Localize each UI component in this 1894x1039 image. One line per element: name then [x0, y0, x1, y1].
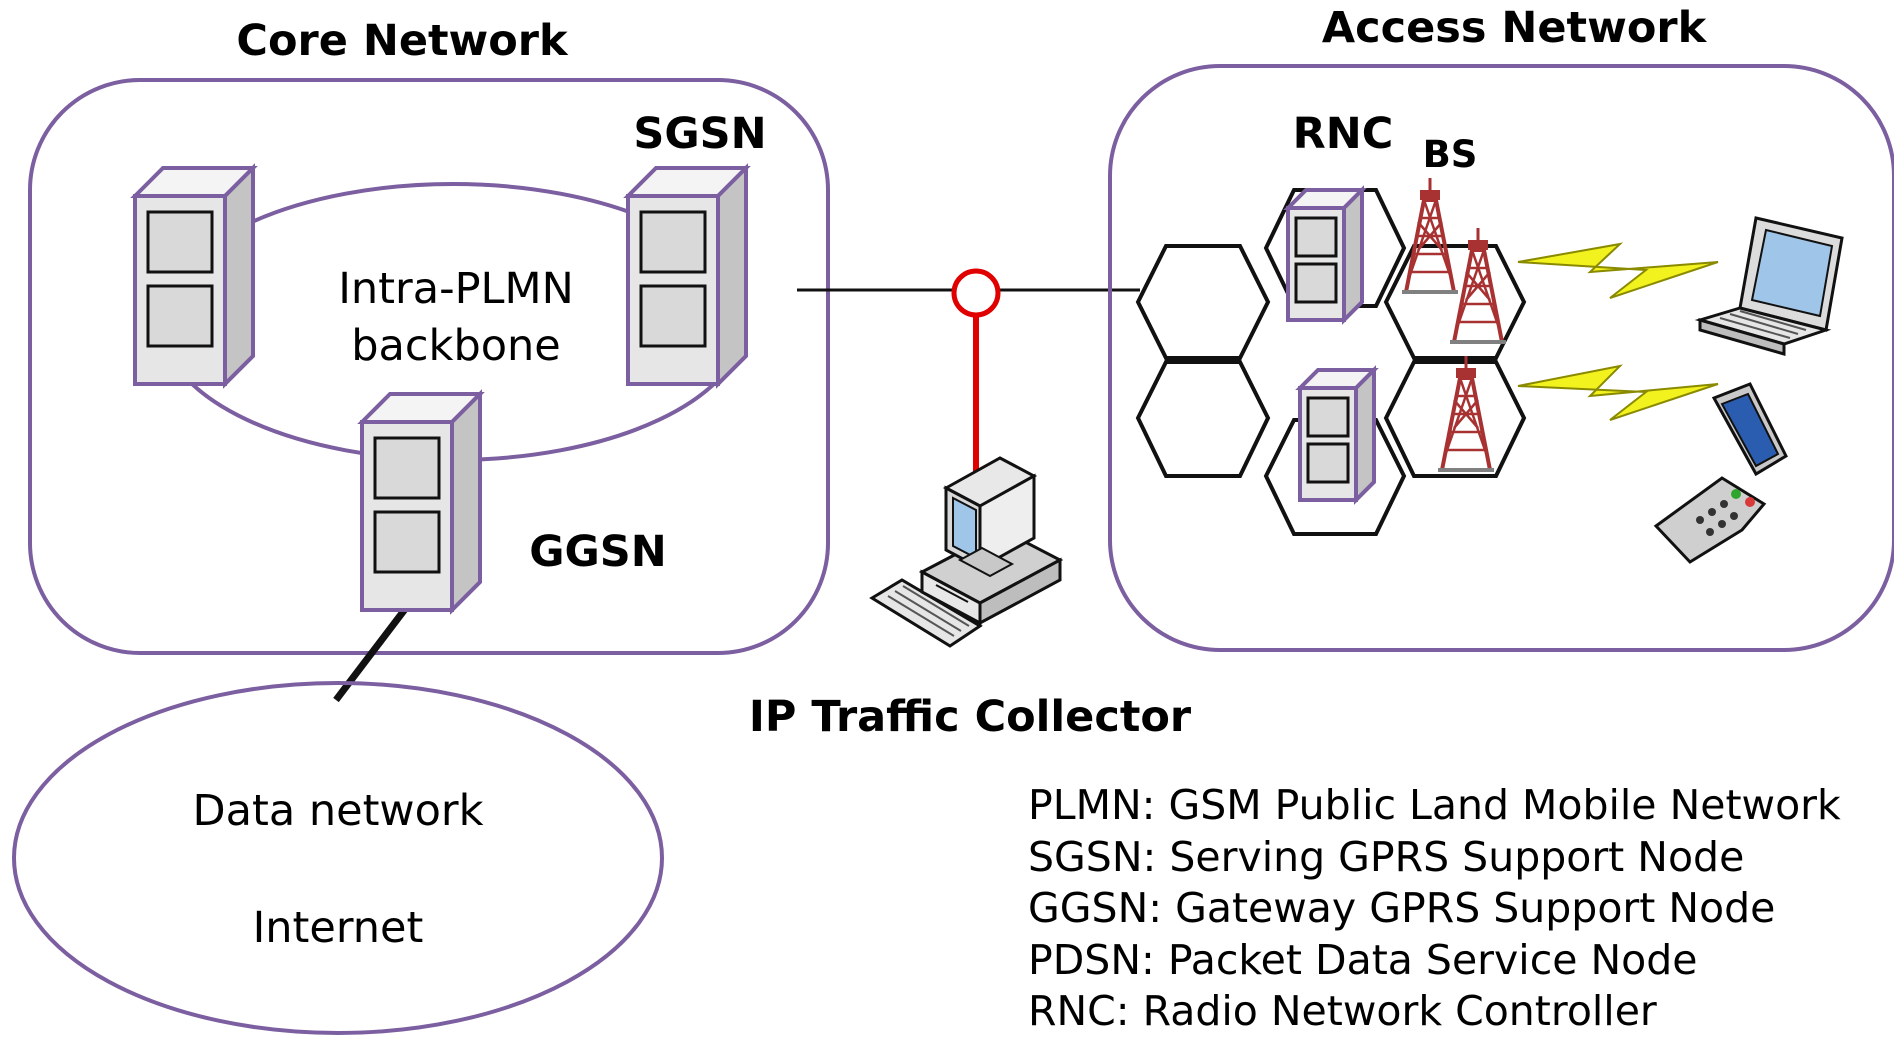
- backbone-server-icon: [133, 166, 255, 386]
- data-network-region: Data network Internet: [12, 681, 664, 1035]
- core-network-label: Core Network: [236, 16, 569, 66]
- internet-label: Internet: [253, 903, 424, 953]
- ggsn-server-icon: [360, 392, 482, 612]
- tower-icon-1: [1400, 176, 1460, 294]
- legend-item-rnc: RNC: Radio Network Controller: [1028, 987, 1657, 1035]
- backbone-label-line1: Intra-PLMN: [338, 264, 574, 314]
- access-network-label: Access Network: [1322, 3, 1708, 53]
- cell-6: [1383, 360, 1527, 478]
- laptop-icon: [1694, 216, 1844, 356]
- ip-traffic-collector-label: IP Traffic Collector: [749, 692, 1192, 742]
- rnc-upper-icon: [1286, 188, 1364, 322]
- legend-item-sgsn: SGSN: Serving GPRS Support Node: [1028, 832, 1745, 881]
- cell-4: [1135, 360, 1271, 478]
- ggsn-label: GGSN: [529, 527, 667, 577]
- sgsn-label: SGSN: [633, 109, 766, 159]
- sgsn-server-icon: [626, 166, 748, 386]
- tower-icon-3: [1436, 354, 1496, 472]
- bs-label: BS: [1423, 133, 1478, 176]
- legend-item-plmn: PLMN: GSM Public Land Mobile Network: [1028, 781, 1841, 829]
- cell-5: [1263, 418, 1407, 536]
- abbreviation-legend: PLMN: GSM Public Land Mobile Network SGS…: [1028, 780, 1841, 1038]
- wireless-link-icon-2: [1517, 364, 1719, 421]
- legend-item-ggsn: GGSN: Gateway GPRS Support Node: [1028, 884, 1776, 932]
- rnc-lower-icon: [1298, 368, 1376, 502]
- wireless-link-icon-1: [1517, 242, 1719, 299]
- cell-1: [1135, 244, 1271, 360]
- rnc-label: RNC: [1293, 109, 1394, 159]
- tap-point: [951, 268, 1001, 318]
- core-network-region: Core Network: [28, 16, 830, 655]
- collector-computer-icon: [869, 456, 1064, 648]
- backbone-label-line2: backbone: [351, 321, 561, 371]
- mobile-phone-icon: [1653, 382, 1788, 564]
- access-network-region: Access Network: [1108, 3, 1894, 652]
- data-network-label: Data network: [193, 786, 484, 836]
- legend-item-pdsn: PDSN: Packet Data Service Node: [1028, 935, 1698, 984]
